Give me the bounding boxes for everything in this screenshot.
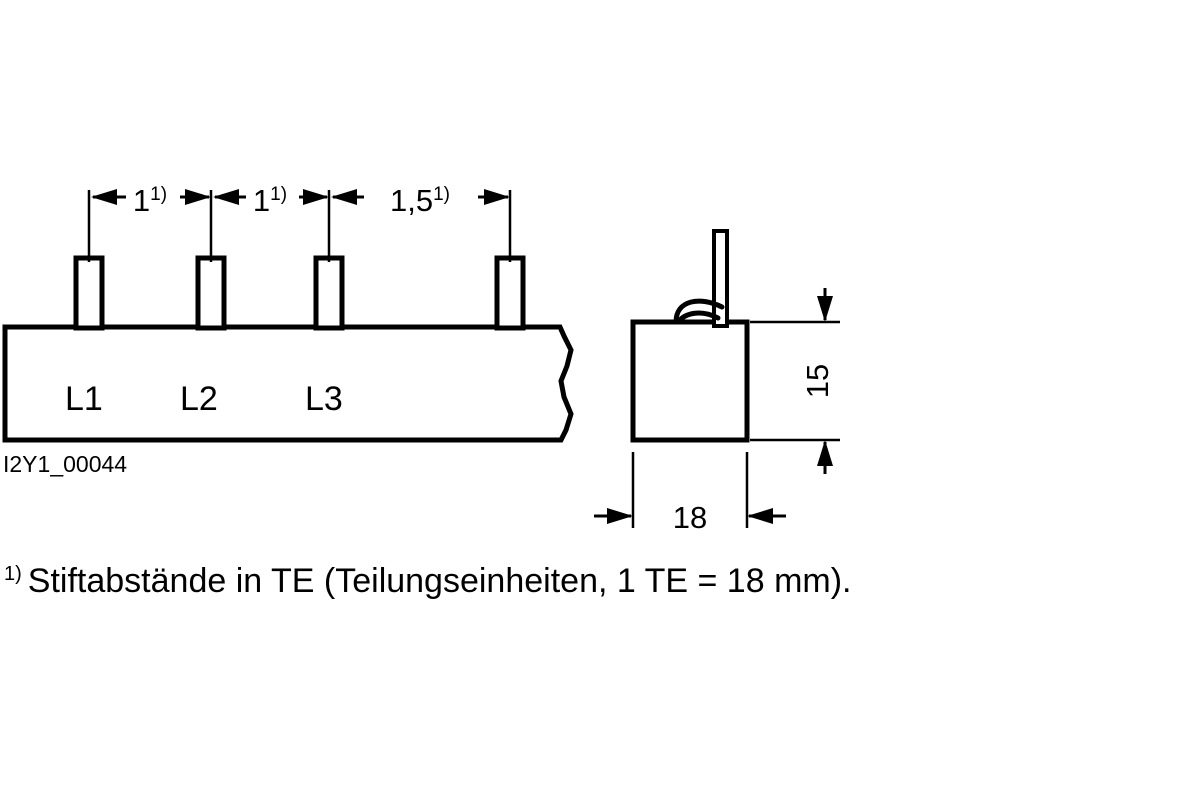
footnote-text: Stiftabstände in TE (Teilungseinheiten, … (28, 562, 852, 600)
side-view-hook-upper (673, 298, 725, 325)
dimension-superscript-pitch-3: 1) (433, 184, 450, 205)
dimension-label-pitch-1: 11) (133, 183, 167, 218)
pin-group (73, 255, 526, 331)
dimension-value-pitch-2: 1 (253, 183, 270, 218)
footnote-group: 1) Stiftabstände in TE (Teilungseinheiten… (4, 562, 851, 600)
pin-4 (494, 255, 526, 331)
arrowhead-height-top (817, 296, 833, 322)
pin-3 (313, 255, 345, 331)
pin-1 (73, 255, 105, 331)
dimension-width-18: 18 (594, 452, 786, 535)
front-view-group: 11) 11) 1,51) (2, 183, 574, 477)
dimension-label-pitch-3: 1,51) (390, 183, 450, 218)
dimension-value-pitch-3: 1,5 (390, 183, 433, 218)
dimension-height-15: 15 (750, 288, 840, 474)
side-view-pin (712, 229, 729, 328)
phase-label-l2: L2 (180, 380, 218, 418)
dimension-superscript-pitch-1: 1) (150, 184, 167, 205)
dimension-pitch-3: 1,51) (331, 183, 510, 218)
arrowhead-right-2 (303, 189, 329, 205)
side-view-body (630, 319, 750, 443)
arrowhead-height-bottom (817, 440, 833, 466)
phase-label-group: L1 L2 L3 (65, 380, 343, 418)
footnote-marker: 1) (4, 563, 22, 585)
busbar-outline (2, 324, 574, 443)
arrowhead-right-3 (484, 189, 510, 205)
busbar-body (2, 324, 574, 443)
arrowhead-left-2 (213, 189, 239, 205)
footnote-line: 1) Stiftabstände in TE (Teilungseinheiten… (4, 562, 851, 600)
dimension-label-width-18: 18 (673, 500, 707, 535)
arrowhead-right-1 (185, 189, 211, 205)
phase-label-l3: L3 (305, 380, 343, 418)
dimension-label-height-15: 15 (800, 364, 835, 398)
phase-label-l1: L1 (65, 380, 103, 418)
arrowhead-left-1 (91, 189, 117, 205)
dimension-superscript-pitch-2: 1) (270, 184, 287, 205)
arrowhead-width-left (607, 508, 633, 524)
dimension-pitch-2: 11) (213, 183, 329, 218)
arrowhead-left-3 (331, 189, 357, 205)
pin-2 (195, 255, 227, 331)
arrowhead-width-right (747, 508, 773, 524)
side-view-hook-lower (675, 310, 721, 325)
dimension-label-pitch-2: 11) (253, 183, 287, 218)
side-view-group: 15 18 (594, 229, 840, 535)
drawing-id-label: I2Y1_00044 (3, 451, 127, 477)
dimension-pitch-1: 11) (91, 183, 211, 218)
extension-line-group (87, 190, 512, 262)
dimension-value-pitch-1: 1 (133, 183, 150, 218)
